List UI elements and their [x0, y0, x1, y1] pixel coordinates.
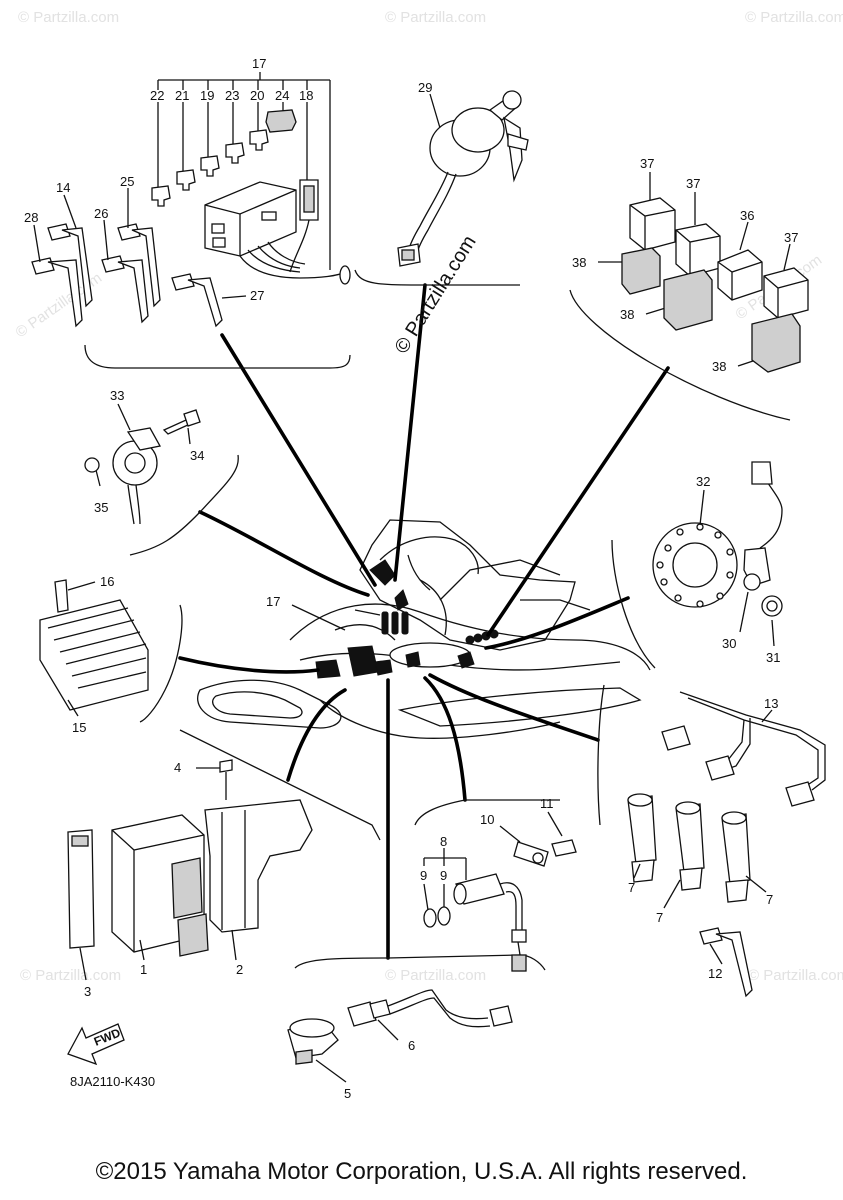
callout-7: 7 — [656, 910, 663, 925]
callout-1: 1 — [140, 962, 147, 977]
leader-17 — [291, 604, 346, 631]
callout-38: 38 — [572, 255, 586, 270]
callout-17: 17 — [266, 594, 280, 609]
callout-38: 38 — [620, 307, 634, 322]
callout-16: 16 — [100, 574, 114, 589]
watermark: © Partzilla.com — [385, 967, 486, 984]
callout-19: 19 — [200, 88, 214, 103]
callout-9: 9 — [440, 868, 447, 883]
callout-10: 10 — [480, 812, 494, 827]
callout-34: 34 — [190, 448, 204, 463]
callout-20: 20 — [250, 88, 264, 103]
callout-3: 3 — [84, 984, 91, 999]
callout-30: 30 — [722, 636, 736, 651]
callout-33: 33 — [110, 388, 124, 403]
oil-pressure-switch-group — [287, 989, 513, 1083]
callout-7: 7 — [766, 892, 773, 907]
callout-31: 31 — [766, 650, 780, 665]
fuse-box-group — [31, 72, 351, 328]
pickup-coil-group — [652, 461, 783, 647]
callout-8: 8 — [440, 834, 447, 849]
group-brackets — [84, 269, 791, 971]
callout-9: 9 — [420, 868, 427, 883]
callout-18: 18 — [299, 88, 313, 103]
callout-29: 29 — [418, 80, 432, 95]
callout-37: 37 — [784, 230, 798, 245]
main-switch-group — [397, 90, 529, 267]
callout-14: 14 — [56, 180, 70, 195]
callout-15: 15 — [72, 720, 86, 735]
connector-lines — [178, 283, 670, 960]
copyright-notice: ©2015 Yamaha Motor Corporation, U.S.A. A… — [95, 1158, 748, 1185]
relay-group — [598, 172, 809, 373]
diagram-code: 8JA2110-K430 — [70, 1074, 155, 1089]
callout-38: 38 — [712, 359, 726, 374]
callout-37: 37 — [640, 156, 654, 171]
callout-11: 11 — [540, 796, 554, 811]
callout-12: 12 — [708, 966, 722, 981]
callout-37: 37 — [686, 176, 700, 191]
watermark: © Partzilla.com — [18, 9, 119, 26]
snowmobile-illustration — [197, 519, 651, 739]
callout-13: 13 — [764, 696, 778, 711]
callout-2: 2 — [236, 962, 243, 977]
callout-23: 23 — [225, 88, 239, 103]
callout-28: 28 — [24, 210, 38, 225]
watermark: © Partzilla.com — [745, 9, 843, 26]
callout-numbers: 17 22 21 19 23 20 24 18 14 25 28 26 27 2… — [24, 56, 798, 1101]
callout-22: 22 — [150, 88, 164, 103]
fwd-arrow-icon: FWD — [67, 1023, 125, 1066]
callout-35: 35 — [94, 500, 108, 515]
callout-17: 17 — [252, 56, 266, 71]
callout-27: 27 — [250, 288, 264, 303]
callout-6: 6 — [408, 1038, 415, 1053]
watermark: © Partzilla.com — [13, 269, 106, 341]
callout-25: 25 — [120, 174, 134, 189]
callout-21: 21 — [175, 88, 189, 103]
callout-36: 36 — [740, 208, 754, 223]
callout-32: 32 — [696, 474, 710, 489]
watermark: © Partzilla.com — [385, 9, 486, 26]
ecu-group — [67, 759, 313, 981]
watermark: © Partzilla.com — [748, 967, 843, 984]
callout-5: 5 — [344, 1086, 351, 1101]
callout-7: 7 — [628, 880, 635, 895]
ignition-coil-group — [627, 691, 826, 998]
callout-4: 4 — [174, 760, 181, 775]
callout-26: 26 — [94, 206, 108, 221]
speed-sensor-group — [84, 403, 201, 525]
callout-24: 24 — [275, 88, 289, 103]
speed-sensor-assembly-group — [423, 811, 577, 972]
rectifier-regulator-group — [39, 579, 149, 717]
watermark: © Partzilla.com — [20, 967, 121, 984]
electrical-parts-diagram: © Partzilla.com © Partzilla.com © Partzi… — [13, 9, 843, 1101]
